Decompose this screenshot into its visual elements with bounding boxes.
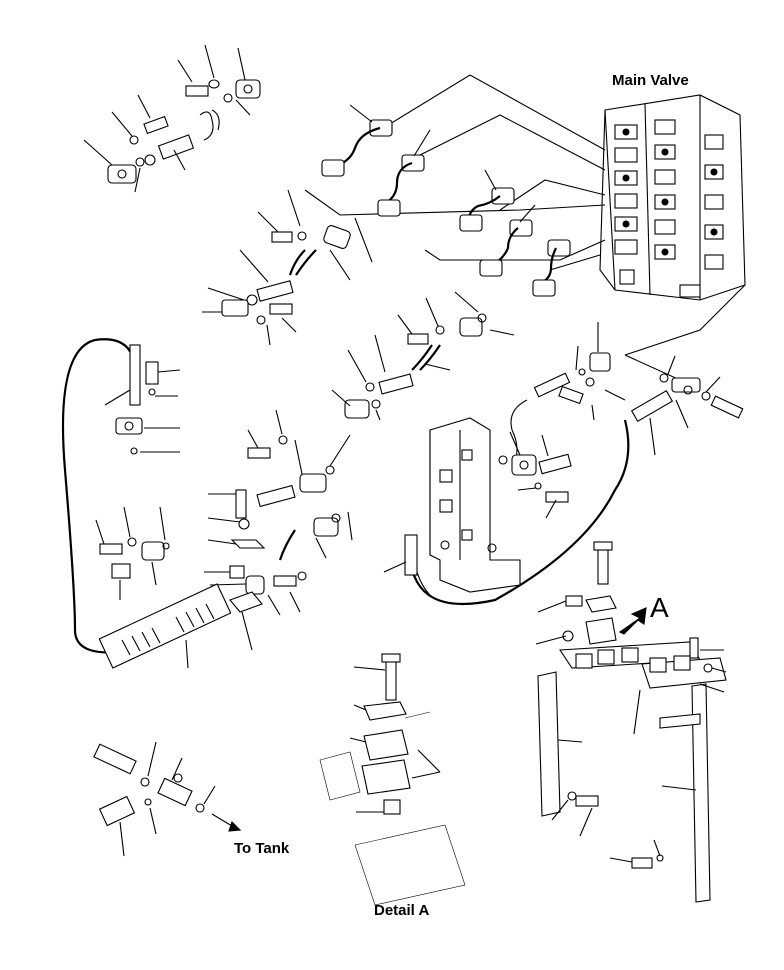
leaders-fittings-right-mid: [509, 431, 557, 519]
valve-connection-lines: [304, 74, 746, 381]
flange-cluster-center: [344, 313, 487, 419]
tank-return-group: [93, 743, 242, 832]
leaders-bracket-frame: [535, 600, 727, 863]
flange-group-top-left: [107, 79, 261, 184]
leaders-center-cluster: [331, 291, 515, 421]
detail-a-label: Detail A: [374, 902, 430, 919]
fittings-right-mid: [498, 453, 572, 503]
connector-assembly-left: [115, 344, 159, 455]
leaders-connector-left: [104, 369, 181, 453]
leaders-tank-group: [119, 741, 216, 857]
hose-group-middle-left: [221, 225, 351, 325]
flange-pipes: [321, 119, 571, 297]
detail-a-assembly: [319, 653, 466, 906]
bracket-frame-right: [537, 541, 727, 903]
main-valve: [599, 94, 746, 301]
leaders-bracket-center: [383, 561, 407, 573]
view-a-marker: A: [650, 592, 669, 623]
elbow-fitting-right: [533, 352, 744, 422]
bolt-group-center-left: [99, 435, 341, 613]
bracket-block-center: [404, 417, 521, 593]
leaders-elbow-right: [575, 322, 721, 456]
leaders-detail-a: [349, 666, 441, 813]
hose-sleeve-lower-left: [98, 583, 232, 669]
leaders-hose-group: [202, 189, 373, 346]
to-tank-label: To Tank: [234, 840, 290, 857]
leaders-top-left: [83, 44, 251, 193]
leaders-flange-pipes: [349, 104, 536, 223]
main-valve-label: Main Valve: [612, 72, 689, 89]
